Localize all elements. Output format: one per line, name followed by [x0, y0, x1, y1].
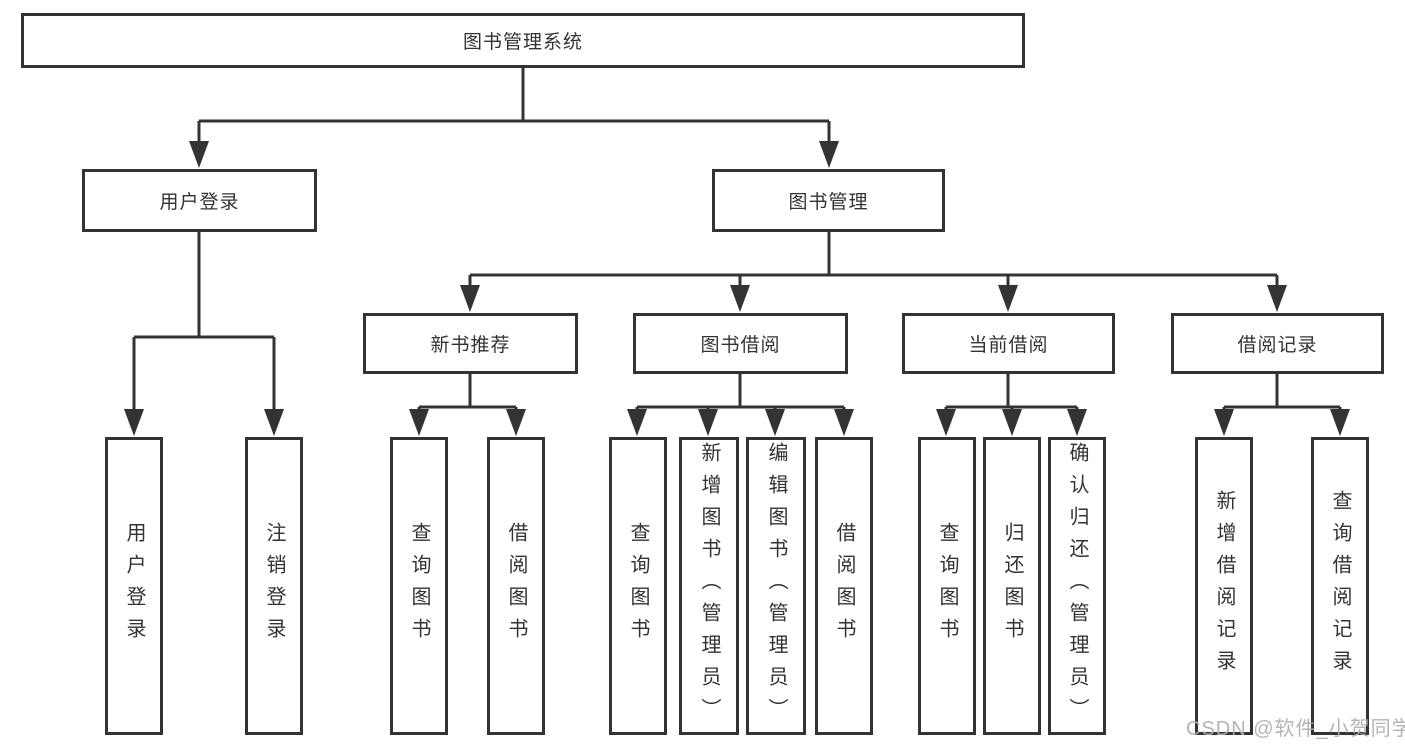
- leaf-edit-books-admin: 编辑图书（管理员）: [746, 437, 806, 735]
- leaf-add-borrow-record: 新增借阅记录: [1195, 437, 1253, 735]
- node-user-login: 用户登录: [82, 169, 317, 232]
- node-label: 归还图书: [1001, 522, 1023, 650]
- node-label: 查询图书: [936, 522, 958, 650]
- leaf-borrow-books-recommend: 借阅图书: [487, 437, 545, 735]
- leaf-query-books-current: 查询图书: [918, 437, 976, 735]
- node-label: 确认归还（管理员）: [1066, 442, 1088, 730]
- node-label: 新书推荐: [430, 335, 511, 356]
- leaf-user-login: 用户登录: [105, 437, 163, 735]
- leaf-confirm-return-admin: 确认归还（管理员）: [1048, 437, 1106, 735]
- node-label: 编辑图书（管理员）: [765, 442, 787, 730]
- node-label: 图书管理: [788, 192, 869, 213]
- connector-lines: [132, 68, 1342, 414]
- node-label: 查询图书: [627, 522, 649, 650]
- leaf-query-borrow-record: 查询借阅记录: [1311, 437, 1369, 735]
- node-label: 用户登录: [159, 192, 240, 213]
- node-label: 用户登录: [123, 522, 145, 650]
- node-label: 新增借阅记录: [1213, 490, 1235, 682]
- node-label: 注销登录: [263, 522, 285, 650]
- node-book-management: 图书管理: [712, 169, 945, 232]
- leaf-query-books-recommend: 查询图书: [390, 437, 448, 735]
- leaf-query-books-borrowing: 查询图书: [609, 437, 667, 735]
- node-label: 借阅图书: [833, 522, 855, 650]
- node-label: 借阅记录: [1237, 335, 1318, 356]
- node-label: 查询借阅记录: [1329, 490, 1351, 682]
- node-label: 查询图书: [408, 522, 430, 650]
- watermark: CSDN @软件_小贺同学: [1186, 718, 1405, 740]
- node-current-borrowing: 当前借阅: [902, 313, 1115, 374]
- node-label: 图书管理系统: [462, 32, 583, 53]
- node-book-borrowing: 图书借阅: [633, 313, 848, 374]
- leaf-add-books-admin: 新增图书（管理员）: [679, 437, 739, 735]
- node-new-book-recommendation: 新书推荐: [363, 313, 578, 374]
- leaf-logout: 注销登录: [245, 437, 303, 735]
- node-label: 借阅图书: [505, 522, 527, 650]
- arrowheads: [124, 141, 1350, 436]
- node-borrowing-records: 借阅记录: [1171, 313, 1384, 374]
- leaf-borrow-books-borrowing: 借阅图书: [815, 437, 873, 735]
- node-label: 新增图书（管理员）: [698, 442, 720, 730]
- node-label: 当前借阅: [968, 335, 1049, 356]
- node-label: 图书借阅: [700, 335, 781, 356]
- node-library-management-system: 图书管理系统: [21, 13, 1025, 68]
- leaf-return-books: 归还图书: [983, 437, 1041, 735]
